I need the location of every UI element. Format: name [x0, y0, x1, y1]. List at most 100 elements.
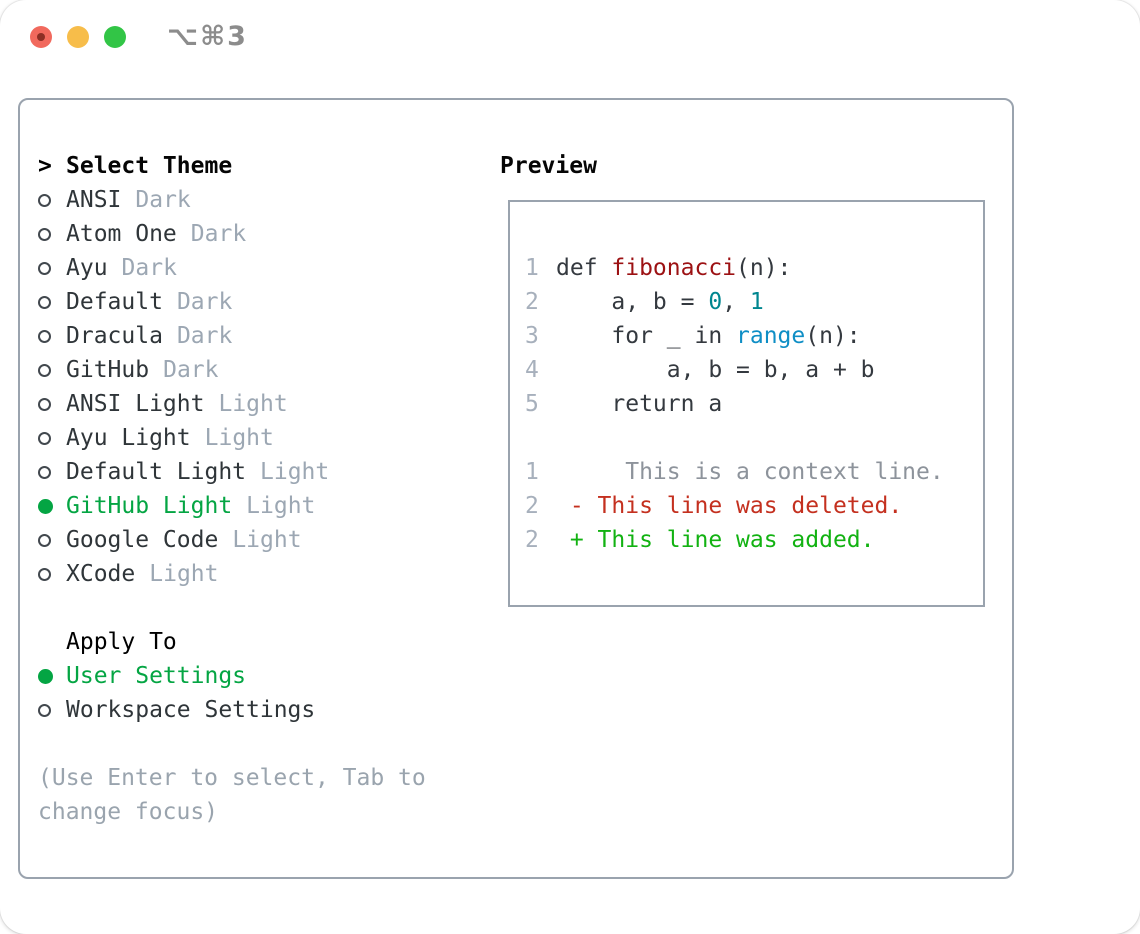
close-button[interactable]	[30, 26, 52, 48]
theme-variant-tag: Dark	[176, 289, 233, 315]
window-title: ⌥⌘3	[167, 21, 248, 52]
preview-header: Preview	[500, 149, 597, 183]
hint-text: (Use Enter to select, Tab to change focus…	[38, 761, 426, 829]
radio-icon	[38, 227, 66, 241]
code-token: range	[736, 323, 806, 349]
code-line: 2 - This line was deleted.	[525, 489, 983, 523]
spacer	[38, 727, 426, 761]
theme-name: GitHub	[66, 357, 150, 383]
code-line: 5 return a	[525, 387, 983, 421]
apply-to-name: Workspace Settings	[66, 697, 316, 723]
code-token: - This line was deleted.	[556, 493, 903, 519]
line-number: 2	[525, 493, 539, 519]
radio-icon	[38, 498, 66, 514]
theme-variant-tag: Light	[149, 561, 219, 587]
apply-to-option[interactable]: Workspace Settings	[38, 693, 426, 727]
radio-icon	[38, 431, 66, 445]
line-number: 1	[525, 459, 539, 485]
line-number: 1	[525, 255, 539, 281]
radio-icon	[38, 668, 66, 684]
theme-option[interactable]: Atom One Dark	[38, 217, 426, 251]
code-token: def	[556, 255, 612, 281]
radio-icon	[38, 363, 66, 377]
hint-line: (Use Enter to select, Tab to	[38, 765, 426, 791]
code-token: This is a context line.	[556, 459, 944, 485]
radio-icon	[38, 465, 66, 479]
code-token: fibonacci	[611, 255, 737, 281]
theme-name: Default	[66, 289, 163, 315]
theme-option[interactable]: Google Code Light	[38, 523, 426, 557]
theme-variant-tag: Light	[218, 391, 288, 417]
record-dot-icon	[37, 33, 45, 41]
theme-option[interactable]: GitHub Light Light	[38, 489, 426, 523]
theme-variant-tag: Dark	[135, 187, 191, 213]
theme-variant-tag: Light	[204, 425, 274, 451]
line-number: 2	[525, 527, 539, 553]
theme-variant-tag: Dark	[190, 221, 247, 247]
line-number: 2	[525, 289, 539, 315]
code-token: a, b =	[556, 289, 709, 315]
theme-name: Default Light	[66, 459, 247, 485]
select-theme-label: Select Theme	[66, 153, 233, 179]
theme-name: Google Code	[66, 527, 219, 553]
theme-option[interactable]: GitHub Dark	[38, 353, 426, 387]
code-token: a, b = b, a + b	[556, 357, 875, 383]
theme-option[interactable]: ANSI Dark	[38, 183, 426, 217]
code-token: return a	[556, 391, 723, 417]
theme-variant-tag: Light	[232, 527, 302, 553]
theme-variant-tag: Dark	[176, 323, 233, 349]
theme-variant-tag: Light	[260, 459, 330, 485]
titlebar: ⌥⌘3	[0, 0, 1140, 74]
hint-line: change focus)	[38, 799, 219, 825]
apply-to-name: User Settings	[66, 663, 247, 689]
radio-icon	[38, 703, 66, 717]
code-line: 2 a, b = 0, 1	[525, 285, 983, 319]
code-token: for _ in	[556, 323, 737, 349]
line-number: 5	[525, 391, 539, 417]
theme-variant-tag: Dark	[121, 255, 177, 281]
line-number: 3	[525, 323, 539, 349]
code-line: 2 + This line was added.	[525, 523, 983, 557]
preview-label: Preview	[500, 153, 597, 179]
cursor-prefix: >	[38, 153, 52, 179]
theme-name: ANSI	[66, 187, 122, 213]
code-token: 1	[749, 289, 764, 315]
code-line	[525, 421, 983, 455]
code-line: 3 for _ in range(n):	[525, 319, 983, 353]
theme-option[interactable]: XCode Light	[38, 557, 426, 591]
code-token: ,	[722, 289, 750, 315]
code-line: 4 a, b = b, a + b	[525, 353, 983, 387]
theme-name: ANSI Light	[66, 391, 205, 417]
theme-name: Ayu	[66, 255, 108, 281]
select-theme-header: > Select Theme	[38, 149, 426, 183]
minimize-button[interactable]	[67, 26, 89, 48]
radio-icon	[38, 397, 66, 411]
apply-to-header: Apply To	[66, 629, 177, 655]
theme-name: Atom One	[66, 221, 177, 247]
code-token: 0	[708, 289, 723, 315]
code-token: (n):	[736, 255, 792, 281]
maximize-button[interactable]	[104, 26, 126, 48]
theme-variant-tag: Dark	[163, 357, 219, 383]
radio-icon	[38, 533, 66, 547]
theme-name: XCode	[66, 561, 136, 587]
apply-to-option[interactable]: User Settings	[38, 659, 426, 693]
radio-icon	[38, 261, 66, 275]
theme-option[interactable]: Default Dark	[38, 285, 426, 319]
radio-icon	[38, 329, 66, 343]
theme-variant-tag: Light	[246, 493, 316, 519]
theme-name: GitHub Light	[66, 493, 233, 519]
code-token: (n):	[805, 323, 861, 349]
radio-icon	[38, 567, 66, 581]
theme-option[interactable]: Default Light Light	[38, 455, 426, 489]
theme-option[interactable]: ANSI Light Light	[38, 387, 426, 421]
theme-option[interactable]: Ayu Dark	[38, 251, 426, 285]
